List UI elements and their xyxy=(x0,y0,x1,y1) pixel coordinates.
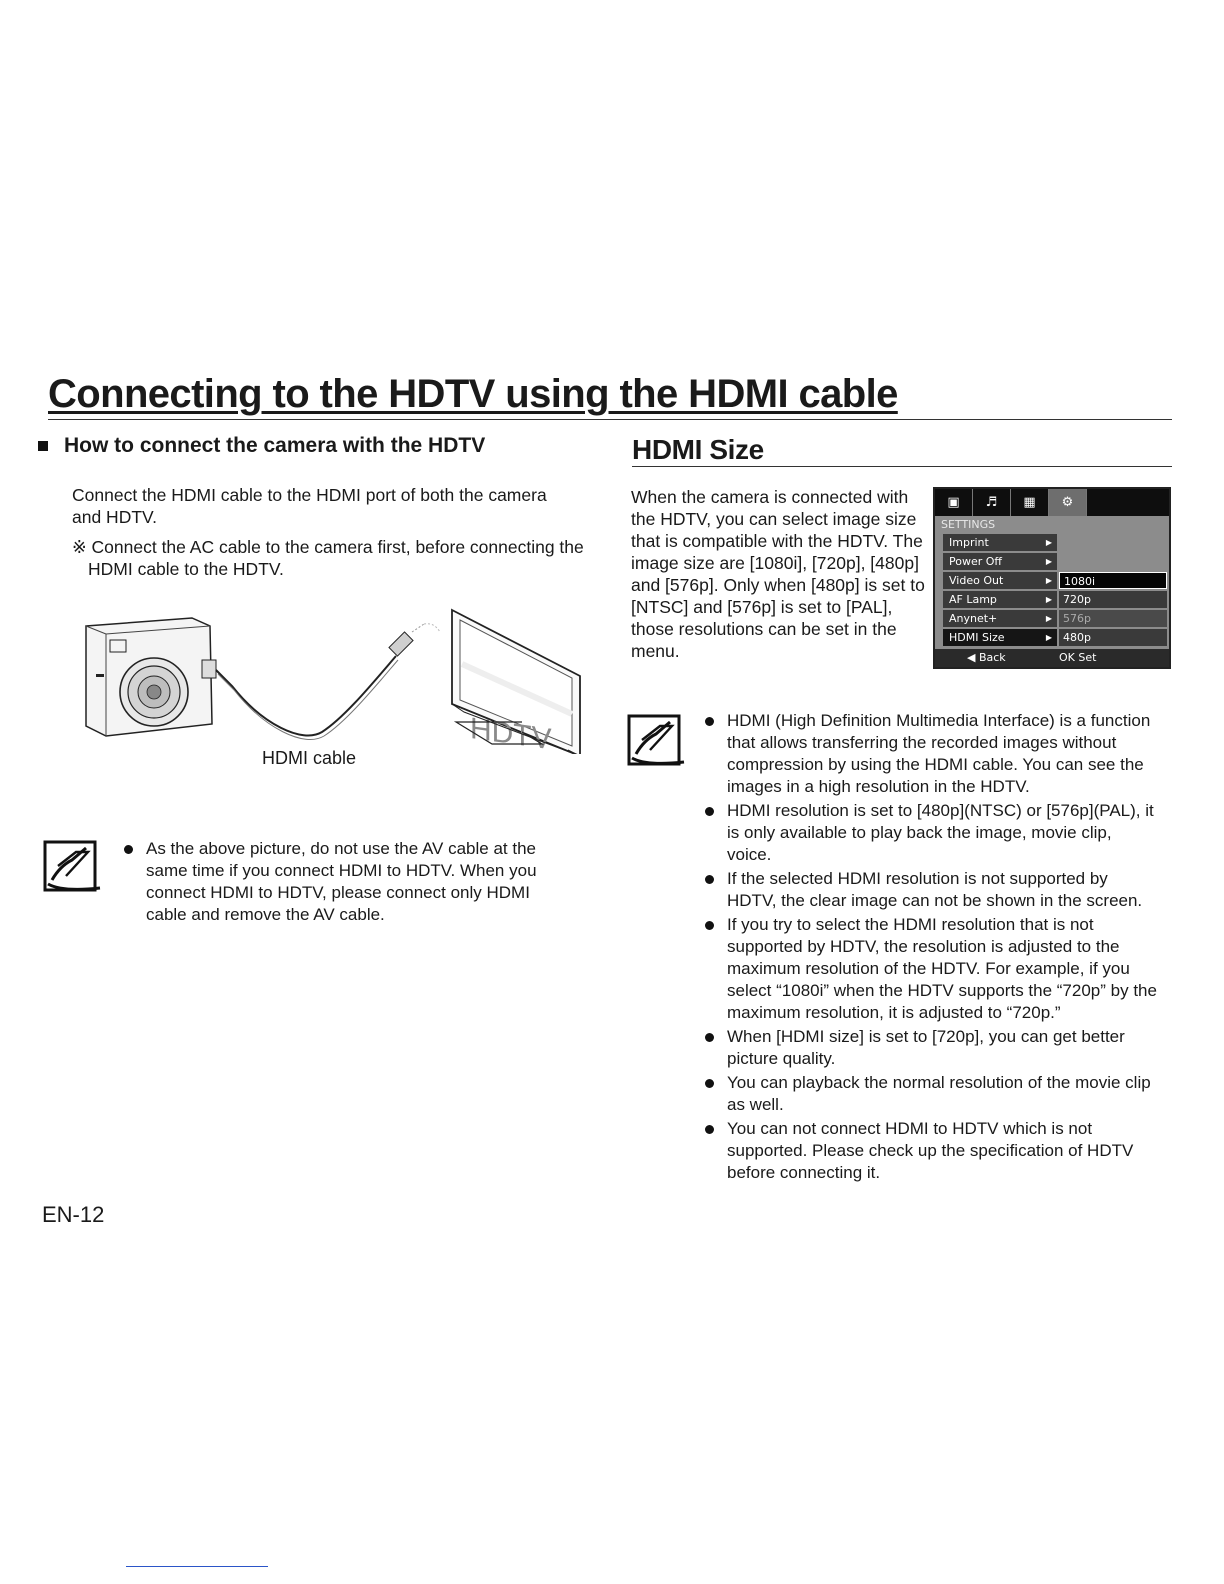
chevron-right-icon: ▶ xyxy=(1045,557,1052,566)
section-heading-text: How to connect the camera with the HDTV xyxy=(64,434,486,457)
camera-menu-screenshot: ▣ ♬ ▦ ⚙ SETTINGS Imprint▶ Power Off▶ Vid… xyxy=(933,487,1171,669)
chevron-right-icon: ▶ xyxy=(1045,633,1052,642)
hdmi-size-heading: HDMI Size xyxy=(632,434,764,465)
gear-icon: ⚙ xyxy=(1049,489,1087,516)
hdtv-icon: HDTV xyxy=(451,608,581,754)
page-number: EN-12 xyxy=(42,1202,105,1227)
section-rule xyxy=(632,466,1172,467)
square-bullet-icon xyxy=(38,441,48,451)
menu-option-list: 1080i 720p 576p 480p xyxy=(1059,572,1167,648)
hdmi-cable-icon xyxy=(215,623,441,740)
page-title: Connecting to the HDTV using the HDMI ca… xyxy=(48,372,898,416)
title-rule xyxy=(48,419,1172,420)
section-heading: How to connect the camera with the HDTV xyxy=(38,434,485,458)
menu-back-label: ◀ Back xyxy=(967,651,1006,664)
camera-tab-icon: ▣ xyxy=(935,489,973,516)
menu-header: SETTINGS xyxy=(941,518,996,531)
menu-tab-bar: ▣ ♬ ▦ ⚙ xyxy=(935,489,1169,516)
menu-item-anynet: Anynet+▶ xyxy=(943,610,1057,627)
menu-option-1080i: 1080i xyxy=(1059,572,1167,589)
sound-tab-icon: ♬ xyxy=(973,489,1011,516)
chevron-right-icon: ▶ xyxy=(1045,576,1052,585)
menu-item-list: Imprint▶ Power Off▶ Video Out▶ AF Lamp▶ … xyxy=(943,534,1057,648)
menu-footer: ◀ Back OK Set xyxy=(935,649,1169,667)
menu-option-576p: 576p xyxy=(1059,610,1167,627)
connect-instruction: Connect the HDMI cable to the HDMI port … xyxy=(72,485,547,527)
hdmi-size-intro: When the camera is connected with the HD… xyxy=(631,487,925,661)
list-item: HDMI (High Definition Multimedia Interfa… xyxy=(705,710,1160,798)
menu-item-video-out: Video Out▶ xyxy=(943,572,1057,589)
menu-set-label: OK Set xyxy=(1059,651,1097,664)
display-tab-icon: ▦ xyxy=(1011,489,1049,516)
camera-hdtv-illustration: HDTV xyxy=(85,608,581,754)
hdmi-cable-label: HDMI cable xyxy=(262,748,357,768)
ac-cable-note: ※ Connect the AC cable to the camera fir… xyxy=(72,537,584,579)
note-pencil-icon xyxy=(43,840,101,892)
list-item: HDMI resolution is set to [480p](NTSC) o… xyxy=(705,800,1160,866)
menu-item-imprint: Imprint▶ xyxy=(943,534,1057,551)
menu-item-hdmi-size: HDMI Size▶ xyxy=(943,629,1057,646)
note-pencil-icon xyxy=(627,714,685,766)
list-item: You can not connect HDMI to HDTV which i… xyxy=(705,1118,1160,1184)
list-item: As the above picture, do not use the AV … xyxy=(124,838,574,926)
list-item: If you try to select the HDMI resolution… xyxy=(705,914,1160,1024)
menu-item-power-off: Power Off▶ xyxy=(943,553,1057,570)
menu-option-480p: 480p xyxy=(1059,629,1167,646)
chevron-right-icon: ▶ xyxy=(1045,538,1052,547)
list-item: When [HDMI size] is set to [720p], you c… xyxy=(705,1026,1160,1070)
left-note-list: As the above picture, do not use the AV … xyxy=(124,838,574,928)
chevron-right-icon: ▶ xyxy=(1045,614,1052,623)
list-item: If the selected HDMI resolution is not s… xyxy=(705,868,1160,912)
right-note-list: HDMI (High Definition Multimedia Interfa… xyxy=(705,710,1160,1186)
bottom-divider xyxy=(126,1566,268,1567)
chevron-right-icon: ▶ xyxy=(1045,595,1052,604)
menu-option-720p: 720p xyxy=(1059,591,1167,608)
list-item: You can playback the normal resolution o… xyxy=(705,1072,1160,1116)
camera-icon xyxy=(85,617,217,737)
menu-item-af-lamp: AF Lamp▶ xyxy=(943,591,1057,608)
